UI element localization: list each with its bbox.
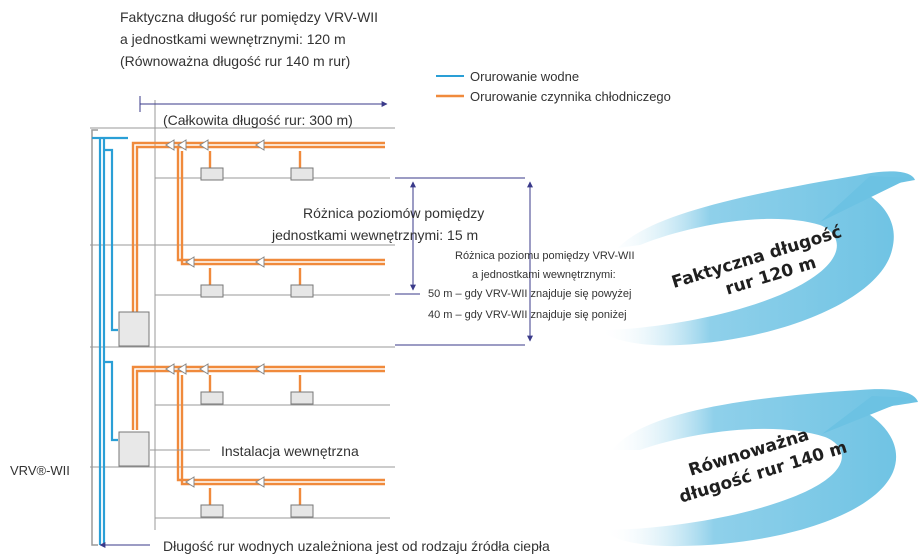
vrv-bracket — [91, 129, 98, 546]
vrv-unit-lower — [118, 431, 150, 467]
legend: Orurowanie wodne Orurowanie czynnika chł… — [436, 69, 671, 104]
swoosh-equivalent — [604, 389, 918, 547]
level-diff-vrv-line-1: Różnica poziomu pomiędzy VRV-WII — [455, 250, 635, 262]
indoor-units — [200, 167, 314, 518]
legend-water-label: Orurowanie wodne — [470, 69, 579, 84]
total-length-label: (Całkowita długość rur: 300 m) — [163, 112, 353, 128]
header-line-2: a jednostkami wewnętrznymi: 120 m — [120, 31, 346, 47]
floor-lines — [90, 100, 395, 530]
vrv-label: VRV®-WII — [10, 463, 70, 478]
level-diff-indoor-line-1: Różnica poziomów pomiędzy — [303, 205, 484, 221]
level-diff-vrv-line-3: 50 m – gdy VRV-WII znajduje się powyżej — [428, 288, 631, 300]
indoor-install-label: Instalacja wewnętrzna — [221, 443, 359, 459]
level-diff-vrv-line-2: a jednostkami wewnętrznymi: — [472, 269, 616, 281]
header-line-1: Faktyczna długość rur pomiędzy VRV-WII — [120, 9, 378, 25]
level-dimension-lines — [395, 177, 533, 346]
refnet-joints — [165, 139, 265, 488]
water-piping — [92, 136, 128, 545]
bottom-note: Długość rur wodnych uzależniona jest od … — [163, 538, 550, 554]
header-line-3: (Równoważna długość rur 140 m rur) — [120, 53, 350, 69]
legend-refrigerant-label: Orurowanie czynnika chłodniczego — [470, 89, 671, 104]
level-diff-indoor-line-2: jednostkami wewnętrznymi: 15 m — [271, 227, 478, 243]
vrv-unit-upper — [118, 311, 150, 347]
level-diff-vrv-line-4: 40 m – gdy VRV-WII znajduje się poniżej — [428, 309, 627, 321]
swoosh-actual — [600, 171, 915, 346]
refrigerant-piping — [131, 141, 385, 505]
